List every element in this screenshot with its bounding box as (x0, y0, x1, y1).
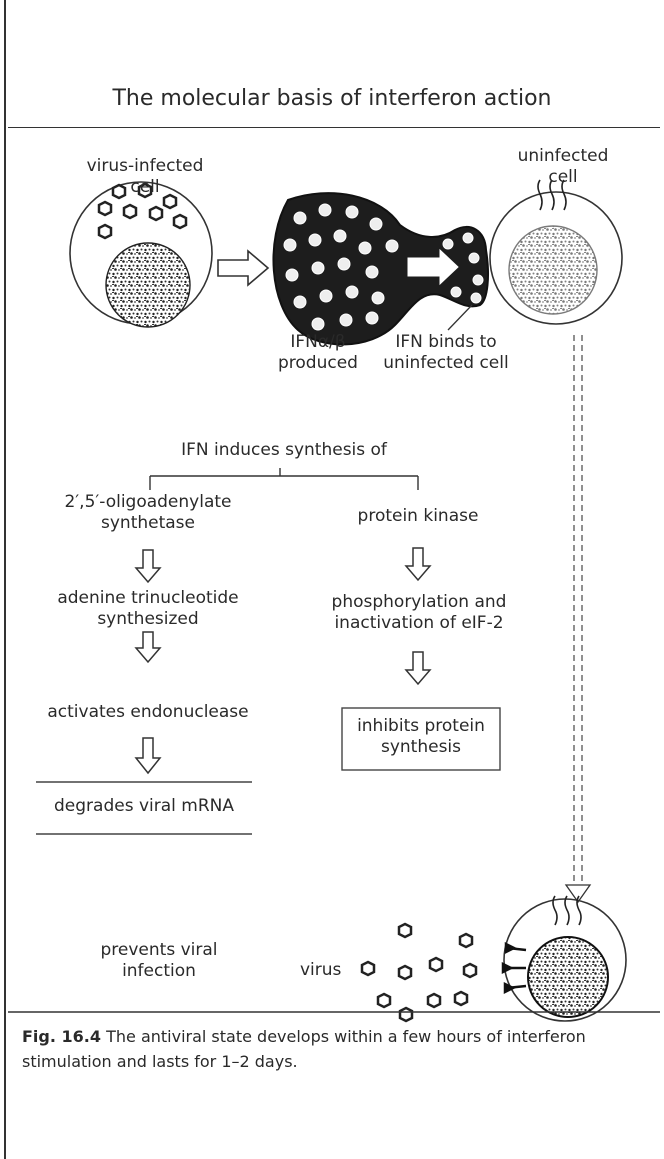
label-uninfected-cell: uninfected cell (488, 146, 638, 188)
figure-caption: Fig. 16.4 The antiviral state develops w… (22, 1024, 642, 1074)
label-oligoadenylate-synthetase: 2′,5′-oligoadenylate synthetase (30, 492, 266, 534)
uninfected-cell (490, 180, 622, 324)
protected-cell (503, 896, 626, 1021)
hollow-arrow-right-1 (218, 251, 268, 285)
caption-fig-number: Fig. 16.4 (22, 1027, 101, 1046)
virus-particles (362, 924, 476, 1021)
label-degrades-viral-mrna: degrades viral mRNA (36, 796, 252, 817)
down-arrow-left-2 (136, 632, 160, 662)
label-inhibits-protein-synthesis: inhibits protein synthesis (342, 716, 500, 758)
label-ifn-produced: IFNα/β produced (268, 332, 368, 374)
ifn-binds-pointer (448, 305, 472, 330)
down-arrow-left-3 (136, 738, 160, 773)
down-arrow-left-1 (136, 550, 160, 582)
label-phosphorylation: phosphorylation and inactivation of eIF-… (312, 592, 526, 634)
virus-infected-cell (70, 182, 212, 327)
label-virus: virus (300, 960, 341, 981)
label-adenine-trinucleotide: adenine trinucleotide synthesized (20, 588, 276, 630)
induces-bracket (150, 468, 418, 490)
label-protein-kinase: protein kinase (330, 506, 506, 527)
long-vertical-arrow (566, 335, 590, 902)
label-ifn-induces: IFN induces synthesis of (150, 440, 418, 461)
down-arrow-right-1 (406, 548, 430, 580)
caption-text: The antiviral state develops within a fe… (22, 1027, 586, 1071)
label-ifn-binds: IFN binds to uninfected cell (372, 332, 520, 374)
down-arrow-right-2 (406, 652, 430, 684)
label-activates-endonuclease: activates endonuclease (20, 702, 276, 723)
label-virus-infected-cell: virus-infected cell (70, 156, 220, 198)
label-prevents-viral-infection: prevents viral infection (84, 940, 234, 982)
